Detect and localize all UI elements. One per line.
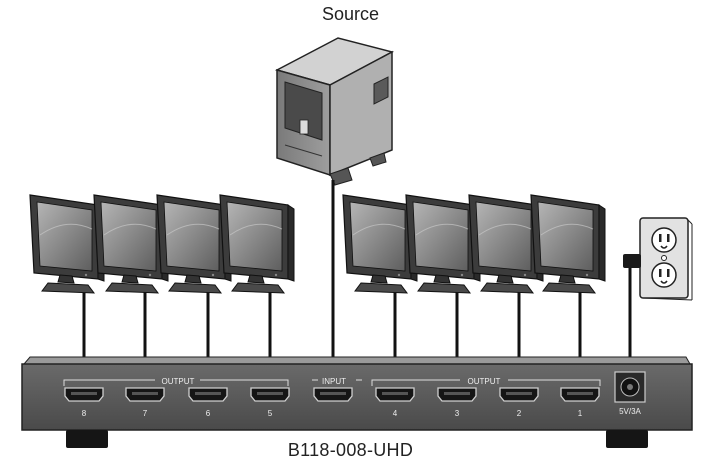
power-rating-label: 5V/3A <box>619 407 641 416</box>
monitor-icon <box>93 194 169 294</box>
splitter-unit: OUTPUT INPUT OUTPUT 8 7 6 5 4 3 2 1 5V/3A <box>21 356 693 448</box>
hdmi-port-icon <box>125 387 165 402</box>
port-number-label: 3 <box>455 409 460 418</box>
hdmi-port-icon <box>313 387 353 402</box>
model-label: B118-008-UHD <box>287 440 414 460</box>
power-cable <box>624 256 632 372</box>
monitor-icon <box>530 194 606 294</box>
monitor-icon <box>468 194 544 294</box>
port-number-label: 2 <box>517 409 522 418</box>
monitor-icon <box>29 194 105 294</box>
hdmi-port-icon <box>560 387 600 402</box>
monitor-icon <box>219 194 295 294</box>
computer-tower-icon <box>274 37 395 186</box>
port-number-label: 6 <box>206 409 211 418</box>
port-number-label: 5 <box>268 409 273 418</box>
port-number-label: 7 <box>143 409 148 418</box>
monitor-icon <box>342 194 418 294</box>
hdmi-port-icon <box>250 387 290 402</box>
hdmi-port-icon <box>437 387 477 402</box>
port-number-label: 1 <box>578 409 583 418</box>
port-number-label: 8 <box>82 409 87 418</box>
port-number-label: 4 <box>393 409 398 418</box>
input-label: INPUT <box>322 377 346 386</box>
hdmi-port-icon <box>375 387 415 402</box>
hdmi-port-icon <box>499 387 539 402</box>
dc-power-jack-icon <box>614 371 646 403</box>
wall-outlet-icon <box>623 217 693 301</box>
hdmi-port-icon <box>64 387 104 402</box>
output-group-label-right: OUTPUT <box>468 377 501 386</box>
hdmi-port-icon <box>188 387 228 402</box>
display-monitors <box>29 194 606 294</box>
source-label: Source <box>321 4 380 24</box>
output-group-label-left: OUTPUT <box>162 377 195 386</box>
